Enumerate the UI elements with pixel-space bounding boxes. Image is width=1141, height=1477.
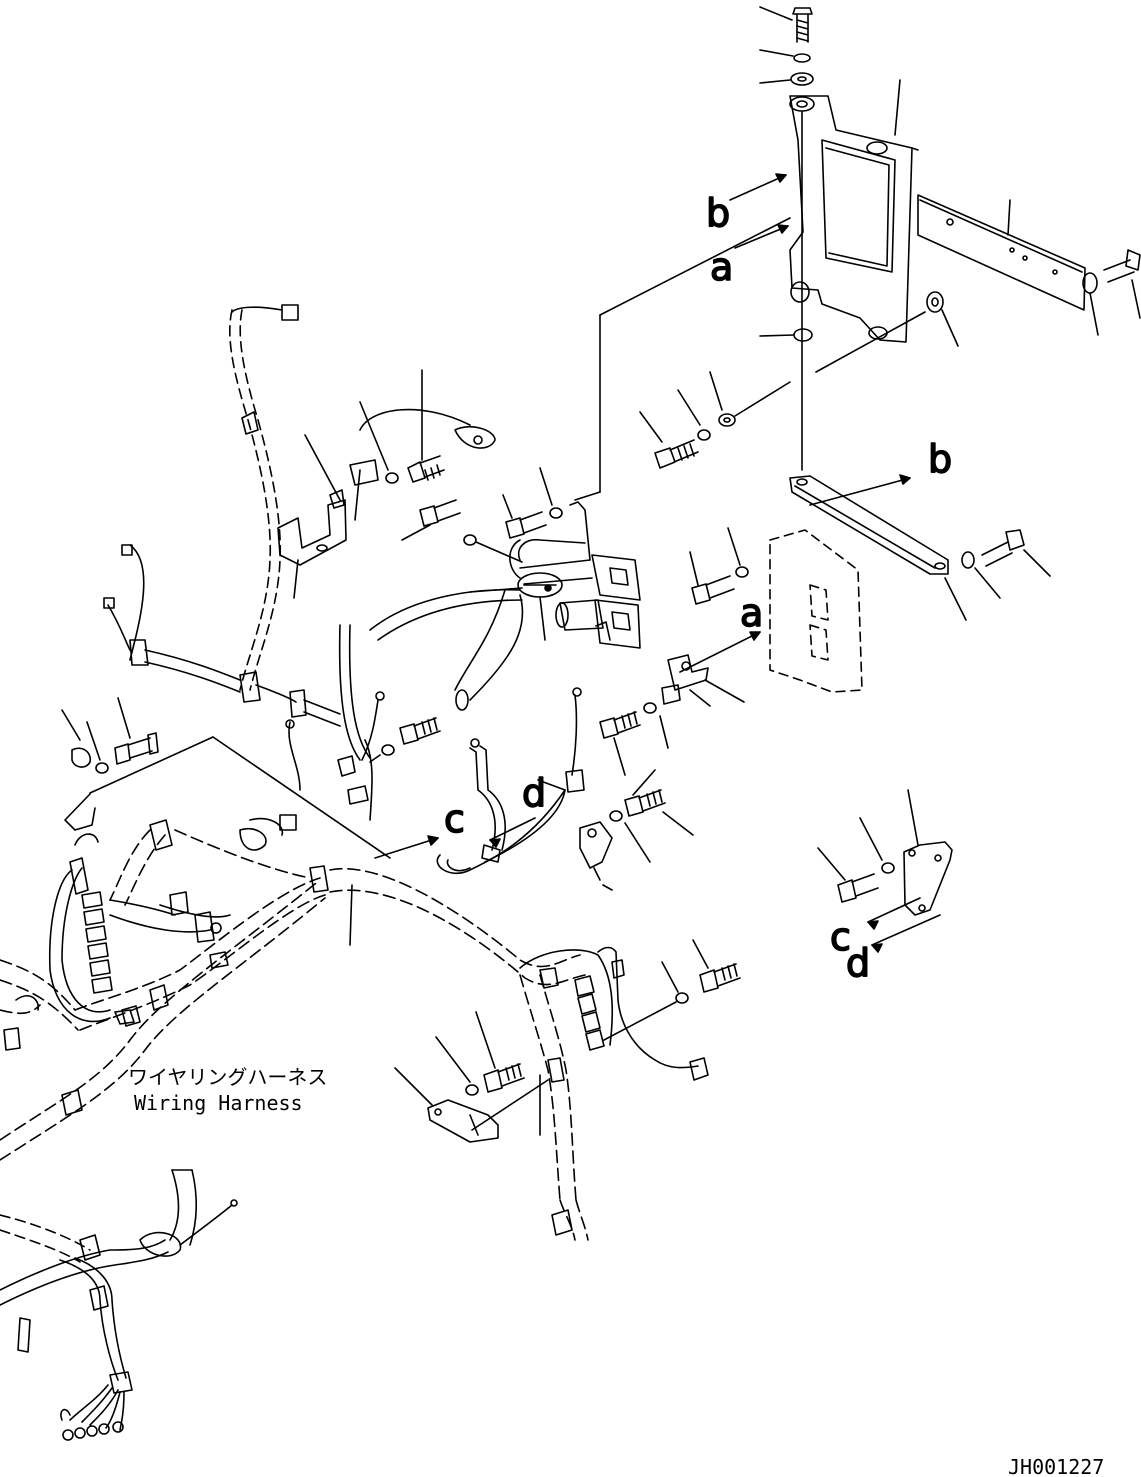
- left-connector-block: [48, 857, 135, 1025]
- mid-bolt-1: [401, 499, 523, 563]
- central-clamp: [469, 572, 563, 641]
- lower-bracket-clip: [394, 1067, 549, 1143]
- callout-letter-c-left: c: [444, 797, 465, 841]
- lower-right-harness: [519, 974, 589, 1241]
- caption-japanese: ワイヤリングハーネス: [128, 1065, 327, 1089]
- mounting-strip: [917, 194, 1086, 311]
- main-harness: [0, 829, 586, 1161]
- middle-bolt-set: [639, 371, 791, 469]
- strip-bolt: [1082, 249, 1141, 336]
- callout-letter-b-top: b: [706, 191, 730, 235]
- callout-letter-b-bottom: b: [928, 437, 952, 481]
- small-bracket-cd: [903, 789, 953, 916]
- controller-outline: [769, 529, 863, 693]
- leader-lines: [61, 697, 391, 859]
- lower-bracket-bolt: [961, 529, 1051, 599]
- bracket-plate: [789, 79, 919, 343]
- ground-leads-left: [285, 691, 385, 805]
- left-bracket: [277, 434, 347, 599]
- lower-right-harness-solid: [519, 946, 709, 1236]
- relay-assembly: [509, 538, 641, 649]
- controller-bolt: [689, 527, 749, 605]
- lower-clip-bolt: [435, 1011, 525, 1096]
- top-left-harness-solid: [103, 304, 341, 727]
- callout-letter-d-left: d: [522, 771, 546, 815]
- main-harness-clips: [3, 819, 353, 1116]
- callout-letter-c-right: c: [830, 915, 851, 959]
- upper-clip-right: [595, 621, 745, 707]
- ground-cable-d: [436, 687, 585, 875]
- mid-bolt-2: [502, 217, 791, 561]
- lower-bracket: [789, 475, 967, 621]
- top-left-harness: [229, 309, 282, 691]
- drawing-code: JH001227: [1008, 1455, 1104, 1477]
- caption-english: Wiring Harness: [134, 1091, 303, 1115]
- right-harness-bolt: [603, 939, 741, 1041]
- upper-bolt-stack: [759, 6, 815, 471]
- small-bracket-bolt: [817, 817, 895, 903]
- callout-letter-a-top: a: [710, 245, 733, 289]
- ground-cable-bolt: [537, 769, 694, 891]
- callout-letter-a-bottom: a: [740, 591, 763, 635]
- upper-cables: [338, 588, 524, 821]
- mid-left-bolt: [369, 717, 441, 763]
- callout-letter-d-right: d: [846, 941, 870, 985]
- plate-nut: [759, 291, 959, 373]
- upper-clip-bolt: [599, 702, 669, 776]
- top-clip-and-bolt: [349, 369, 496, 521]
- harness-branches: [109, 814, 297, 969]
- bottom-left-harness-dashed: [0, 1214, 91, 1263]
- bottom-left-harness: [0, 1169, 238, 1441]
